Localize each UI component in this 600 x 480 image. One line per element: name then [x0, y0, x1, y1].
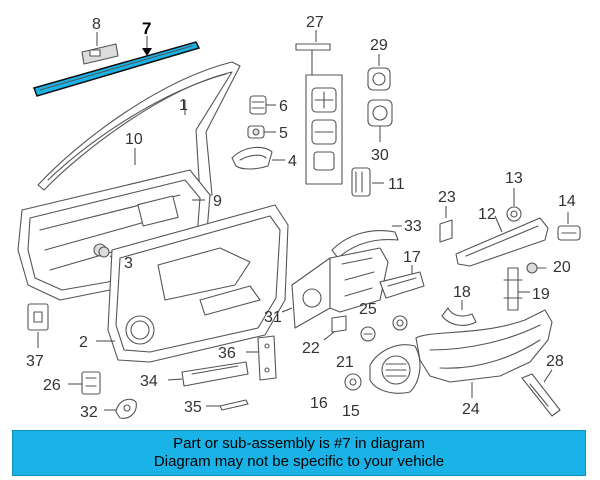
part-34-leader: [167, 378, 183, 381]
callout-29: 29: [370, 37, 388, 54]
callout-24: 24: [462, 401, 480, 418]
part-26-switch[interactable]: [81, 371, 101, 395]
part-7-arrowhead: [142, 48, 152, 56]
part-22-clip[interactable]: [331, 315, 347, 333]
callout-7: 7: [142, 19, 151, 38]
callout-32: 32: [80, 404, 98, 421]
banner-line-1: Part or sub-assembly is #7 in diagram: [173, 435, 425, 452]
callout-22: 22: [302, 340, 320, 357]
callout-6: 6: [279, 98, 288, 115]
callout-11: 11: [388, 176, 405, 193]
callout-14: 14: [558, 193, 576, 210]
info-banner: Part or sub-assembly is #7 in diagram Di…: [12, 430, 586, 476]
callout-19: 19: [532, 286, 550, 303]
callout-15: 15: [342, 403, 360, 420]
part-13-cap[interactable]: [506, 206, 522, 222]
callout-33: 33: [404, 218, 422, 235]
part-8-trim-clip[interactable]: [81, 43, 119, 65]
callout-12: 12: [478, 206, 496, 223]
part-31-leader: [281, 307, 293, 313]
part-22-leader: [323, 331, 335, 341]
part-4-handle-bezel[interactable]: [231, 146, 273, 170]
callout-18: 18: [453, 284, 471, 301]
part-12-leader: [494, 215, 503, 233]
part-14-switch[interactable]: [557, 225, 581, 241]
part-2-door-panel[interactable]: [107, 204, 289, 363]
part-23-clip[interactable]: [439, 219, 453, 243]
callout-25: 25: [359, 301, 377, 318]
callout-36: 36: [218, 345, 236, 362]
callout-13: 13: [505, 170, 523, 187]
part-34-handle[interactable]: [181, 361, 249, 387]
callout-26: 26: [43, 377, 61, 394]
callout-23: 23: [438, 189, 456, 206]
part-6-clip[interactable]: [249, 95, 267, 115]
callout-37: 37: [26, 353, 44, 370]
part-7-weatherstrip[interactable]: [33, 41, 201, 97]
part-19-bracket[interactable]: [503, 267, 523, 311]
part-16-washer[interactable]: [344, 373, 362, 391]
part-3-clip[interactable]: [98, 246, 110, 258]
part-27-window-switch[interactable]: [295, 43, 343, 185]
callout-21: 21: [336, 354, 354, 371]
callout-8: 8: [92, 16, 101, 33]
part-18-pull-handle[interactable]: [441, 307, 477, 326]
part-29-switch[interactable]: [367, 67, 391, 91]
callout-31: 31: [264, 309, 282, 326]
callout-2: 2: [79, 334, 88, 351]
callout-34: 34: [140, 373, 158, 390]
callout-9: 9: [213, 193, 222, 210]
part-36-bracket[interactable]: [257, 335, 277, 381]
part-35-rod[interactable]: [219, 399, 249, 411]
callout-30: 30: [371, 147, 389, 164]
armrest-assembly[interactable]: [329, 247, 389, 313]
part-33-trim-strip[interactable]: [331, 230, 399, 259]
part-28-trim-strip[interactable]: [521, 373, 561, 417]
part-21-cap[interactable]: [360, 326, 376, 342]
callout-1: 1: [179, 97, 188, 114]
part-28-leader: [543, 369, 553, 383]
part-24-lower-trim[interactable]: [415, 309, 553, 383]
callout-20: 20: [553, 259, 571, 276]
banner-line-2: Diagram may not be specific to your vehi…: [153, 453, 445, 470]
part-31-speaker-grille[interactable]: [291, 257, 331, 329]
callout-10: 10: [125, 131, 143, 148]
callout-16: 16: [310, 395, 328, 412]
callout-4: 4: [288, 153, 297, 170]
callout-28: 28: [546, 353, 564, 370]
part-30-switch[interactable]: [367, 99, 393, 127]
callout-17: 17: [403, 249, 421, 266]
part-20-screw[interactable]: [526, 262, 547, 274]
callout-27: 27: [306, 14, 324, 31]
part-37-sensor[interactable]: [27, 303, 49, 331]
part-12-armrest-trim[interactable]: [455, 217, 549, 267]
part-15-speaker-cover[interactable]: [369, 344, 421, 394]
part-25-plug[interactable]: [392, 315, 408, 331]
callout-3: 3: [124, 255, 133, 272]
part-11-cover[interactable]: [351, 167, 371, 197]
part-17-bracket[interactable]: [379, 271, 425, 299]
part-32-bezel[interactable]: [115, 398, 137, 419]
callout-35: 35: [184, 399, 202, 416]
part-5-clip[interactable]: [247, 125, 265, 139]
callout-5: 5: [279, 125, 288, 142]
